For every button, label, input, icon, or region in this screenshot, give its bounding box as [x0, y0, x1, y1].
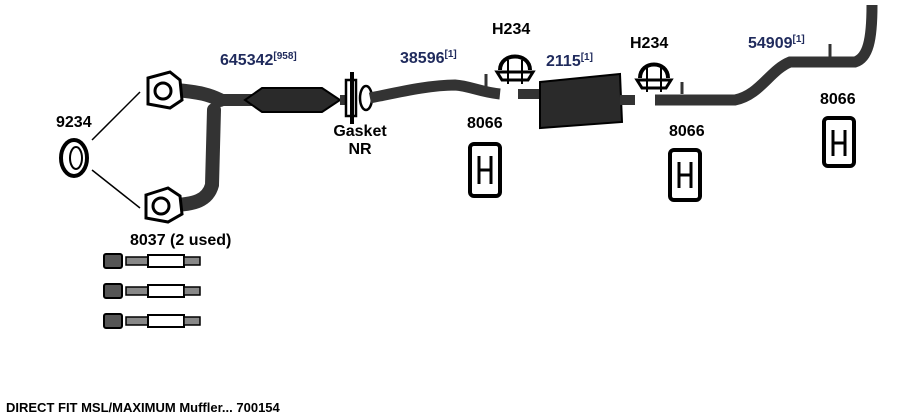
part-label-2115: 2115[1]	[546, 53, 593, 70]
gasket-label: Gasket NR	[325, 124, 395, 158]
part-label-h234-right: H234	[630, 35, 669, 52]
leader-line	[91, 169, 141, 209]
part-note: [1]	[444, 49, 457, 60]
tailpipe	[655, 4, 878, 106]
hanger-8066-right	[822, 116, 856, 168]
part-label-8066-right: 8066	[820, 91, 856, 108]
upper-flange	[146, 70, 184, 110]
muffler	[518, 72, 635, 130]
caption: DIRECT FIT MSL/MAXIMUM Muffler... 700154	[6, 400, 280, 415]
y-pipe	[144, 70, 262, 224]
part-label-h234-left: H234	[492, 21, 531, 38]
part-note: [1]	[792, 34, 805, 45]
lower-flange	[144, 186, 184, 224]
part-label-8037: 8037 (2 used)	[130, 232, 232, 249]
flange-gasket	[344, 72, 374, 124]
part-number: 645342	[220, 52, 274, 69]
gasket-ring-9234	[59, 138, 89, 178]
part-note: [1]	[580, 52, 593, 63]
bolt-set-8037	[103, 253, 201, 329]
clamp-h234-right	[634, 62, 674, 92]
gasket-label-line1: Gasket	[333, 123, 387, 140]
hanger-8066-middle	[668, 148, 702, 202]
intermediate-pipe	[368, 74, 501, 104]
part-label-8066-middle: 8066	[669, 123, 705, 140]
part-number: 38596	[400, 50, 445, 67]
gasket-label-line2: NR	[348, 141, 372, 158]
part-label-9234: 9234	[56, 114, 92, 131]
part-number: 2115	[546, 53, 581, 70]
part-note: [958]	[273, 51, 297, 62]
part-label-8066-left: 8066	[467, 115, 503, 132]
catalytic-converter	[243, 87, 350, 113]
part-label-54909: 54909[1]	[748, 35, 805, 52]
part-number: 54909	[748, 35, 793, 52]
part-label-645342: 645342[958]	[220, 52, 297, 69]
leader-line	[91, 91, 141, 141]
hanger-8066-left	[468, 142, 502, 198]
part-label-38596: 38596[1]	[400, 50, 457, 67]
clamp-h234-left	[494, 54, 536, 84]
